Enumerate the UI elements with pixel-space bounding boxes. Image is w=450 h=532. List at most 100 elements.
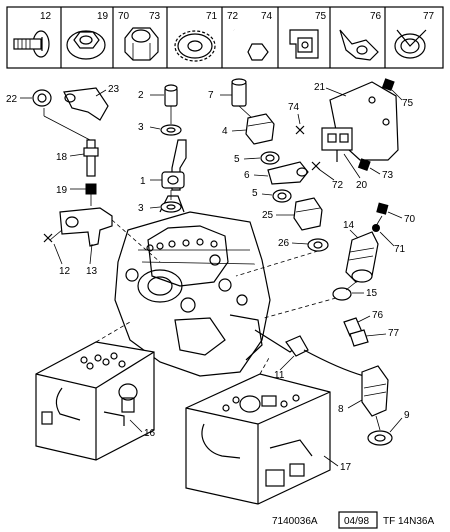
footer-date-box bbox=[338, 511, 378, 529]
legend-strip: 12 19 70 73 bbox=[6, 6, 444, 69]
legend-cell-76: 76 bbox=[339, 11, 382, 61]
callout-5-a: 5 bbox=[234, 154, 240, 165]
legend-label-75: 75 bbox=[315, 11, 327, 22]
part-12-cross: 12 bbox=[43, 229, 71, 277]
legend-label-77: 77 bbox=[423, 11, 435, 22]
callout-70: 70 bbox=[404, 214, 416, 225]
callout-23: 23 bbox=[108, 84, 120, 95]
injector-pipe-assembly: 7 4 5 6 5 bbox=[208, 78, 329, 277]
legend-label-71: 71 bbox=[206, 11, 218, 22]
callout-11: 11 bbox=[274, 370, 285, 381]
part-7: 7 bbox=[208, 78, 247, 107]
part-72-cross: 72 bbox=[311, 161, 344, 191]
callout-1: 1 bbox=[140, 176, 146, 187]
serrated-washer-icon bbox=[174, 30, 216, 62]
part-9: 9 bbox=[367, 410, 410, 446]
callout-75: 75 bbox=[402, 98, 414, 109]
callout-71: 71 bbox=[394, 244, 406, 255]
callout-9: 9 bbox=[404, 410, 410, 421]
part-5-b: 5 bbox=[252, 188, 292, 203]
callout-18: 18 bbox=[56, 152, 68, 163]
part-2: 2 bbox=[138, 84, 178, 107]
relay-bracket-assembly: 21 20 74 72 73 bbox=[288, 78, 414, 191]
callout-19: 19 bbox=[56, 185, 68, 196]
part-6: 6 bbox=[244, 161, 309, 185]
callout-16: 16 bbox=[144, 428, 156, 439]
callout-22: 22 bbox=[6, 94, 18, 105]
part-3-lower: 3 bbox=[138, 201, 182, 214]
hose-clip-icon bbox=[339, 29, 379, 61]
callout-3-upper: 3 bbox=[138, 122, 144, 133]
part-8: 8 bbox=[338, 365, 389, 417]
part-4: 4 bbox=[222, 113, 275, 145]
callout-3-lower: 3 bbox=[138, 203, 144, 214]
part-73-square: 73 bbox=[357, 158, 394, 181]
injection-pump-body bbox=[114, 195, 301, 377]
callout-76: 76 bbox=[372, 310, 384, 321]
screw-icon bbox=[233, 29, 269, 61]
bolt-icon bbox=[13, 30, 50, 58]
part-3-upper: 3 bbox=[138, 122, 182, 136]
return-union-assembly: 2 3 1 3 bbox=[138, 84, 187, 214]
legend-cell-77: 77 bbox=[394, 11, 435, 59]
clip-nut-icon bbox=[289, 29, 319, 59]
callout-72: 72 bbox=[332, 180, 344, 191]
part-1: 1 bbox=[140, 139, 187, 191]
part-23: 23 bbox=[63, 84, 120, 121]
legend-frame bbox=[6, 6, 444, 69]
legend-label-73: 73 bbox=[149, 11, 161, 22]
pipe-clip-icon bbox=[394, 29, 427, 59]
part-17-box: 17 bbox=[185, 373, 352, 505]
part-26: 26 bbox=[278, 238, 329, 252]
callout-14: 14 bbox=[343, 220, 355, 231]
part-14: 14 bbox=[343, 220, 379, 283]
callout-74: 74 bbox=[288, 102, 300, 113]
callout-77: 77 bbox=[388, 328, 400, 339]
legend-cell-75: 75 bbox=[289, 11, 327, 59]
hex-nut-icon bbox=[124, 27, 159, 61]
part-18: 18 bbox=[56, 139, 99, 177]
footer-tf: TF 14N36A bbox=[383, 516, 434, 527]
callout-7: 7 bbox=[208, 90, 214, 101]
callout-2: 2 bbox=[138, 90, 144, 101]
legend-label-76: 76 bbox=[370, 11, 382, 22]
part-13: 13 bbox=[59, 207, 113, 277]
callout-21: 21 bbox=[314, 82, 326, 93]
clip-assembly: 76 77 bbox=[343, 310, 400, 347]
part-70-square: 70 bbox=[376, 202, 416, 225]
callout-4: 4 bbox=[222, 126, 228, 137]
legend-cell-71: 71 bbox=[174, 11, 218, 62]
legend-label-70: 70 bbox=[118, 11, 130, 22]
footer: 7140036A 04/98 TF 14N36A bbox=[272, 511, 434, 529]
part-25: 25 bbox=[262, 197, 323, 231]
callout-12: 12 bbox=[59, 266, 71, 277]
legend-label-12: 12 bbox=[40, 11, 52, 22]
bracket-assembly: 22 23 18 19 13 bbox=[6, 84, 161, 277]
part-11: 11 bbox=[274, 335, 309, 381]
footer-date: 04/98 bbox=[344, 516, 369, 527]
part-16-box: 16 bbox=[35, 341, 156, 461]
flange-nut-icon bbox=[66, 30, 106, 60]
callout-13: 13 bbox=[86, 266, 98, 277]
legend-cell-72-74: 72 74 bbox=[227, 11, 273, 61]
callout-6: 6 bbox=[244, 170, 250, 181]
part-15: 15 bbox=[332, 287, 378, 301]
callout-8: 8 bbox=[338, 404, 344, 415]
sensor-lead-assembly: 11 8 9 bbox=[274, 335, 410, 446]
part-20: 20 bbox=[321, 127, 368, 191]
part-19: 19 bbox=[56, 183, 97, 196]
callout-25: 25 bbox=[262, 210, 274, 221]
part-22: 22 bbox=[6, 89, 52, 107]
part-71-dot: 71 bbox=[372, 224, 406, 255]
legend-cell-12: 12 bbox=[13, 11, 52, 58]
part-5-a: 5 bbox=[234, 151, 280, 165]
callout-17: 17 bbox=[340, 462, 352, 473]
callout-73: 73 bbox=[382, 170, 394, 181]
footer-ref: 7140036A bbox=[272, 516, 318, 527]
legend-label-74: 74 bbox=[261, 11, 273, 22]
callout-5-b: 5 bbox=[252, 188, 258, 199]
legend-label-72: 72 bbox=[227, 11, 239, 22]
legend-cell-70-73: 70 73 bbox=[118, 11, 161, 61]
